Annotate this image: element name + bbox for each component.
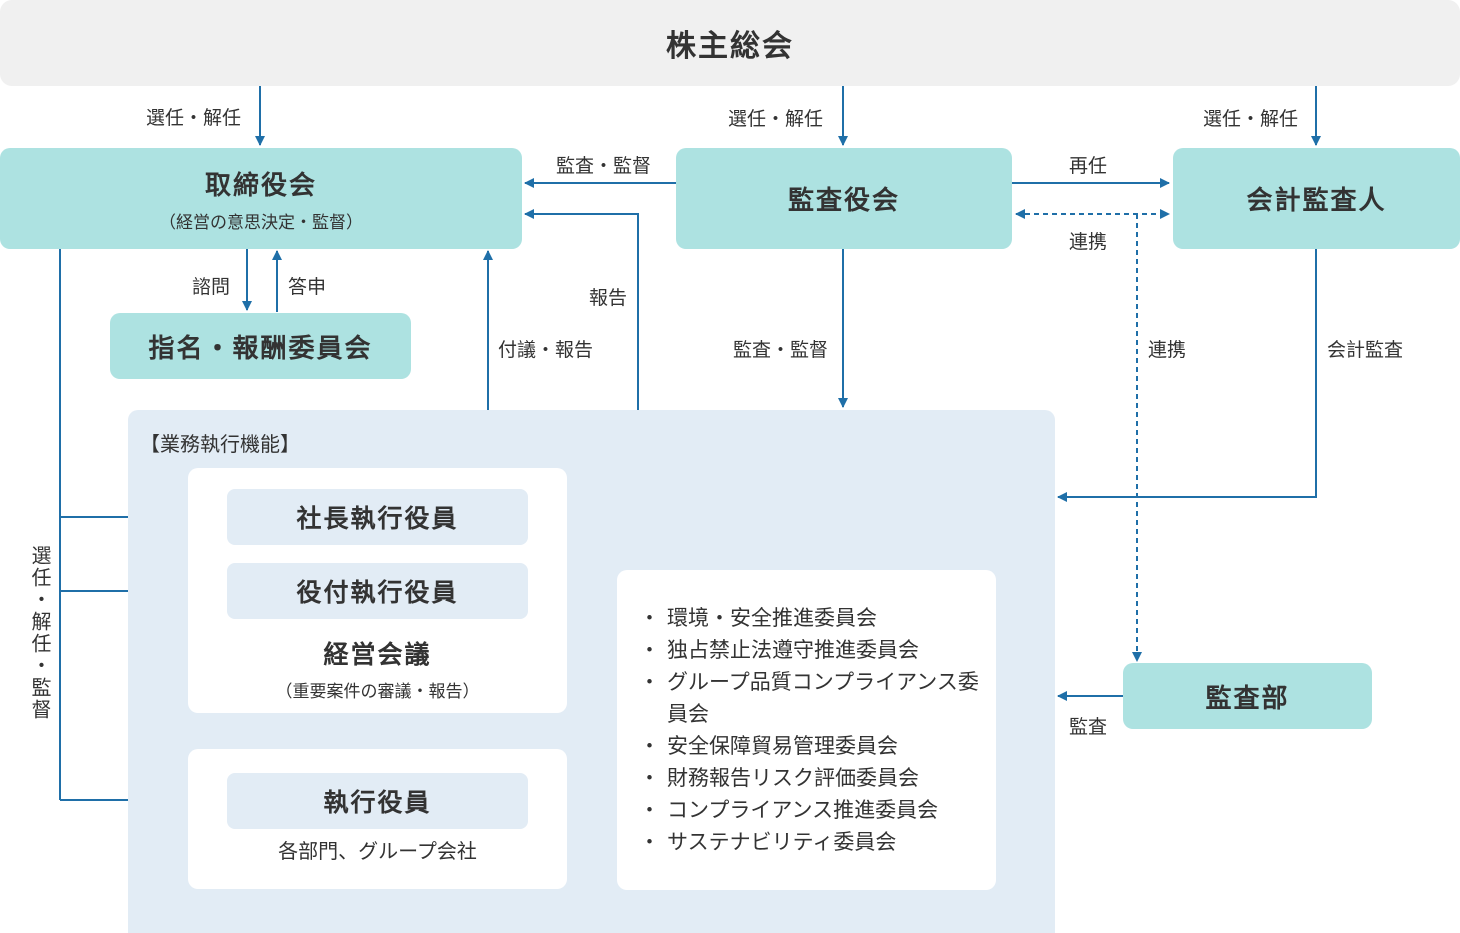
committee-item: コンプライアンス推進委員会 — [639, 794, 997, 826]
accounting-auditor-title: 会計監査人 — [1246, 186, 1387, 216]
nomination-committee-title: 指名・報酬委員会 — [148, 333, 373, 364]
label-committee-report: 報告 — [589, 287, 628, 309]
nomination-committee-box: 指名・報酬委員会 — [110, 313, 411, 379]
business-execution-label: 【業務執行機能】 — [140, 432, 300, 456]
board-of-directors-box: 取締役会 （経営の意思決定・監督） — [0, 148, 522, 249]
board-title: 取締役会 — [204, 170, 317, 201]
accounting-auditor-box: 会計監査人 — [1173, 148, 1460, 249]
committee-item: サステナビリティ委員会 — [639, 826, 997, 858]
board-subtitle: （経営の意思決定・監督） — [159, 212, 363, 233]
officers-box: 執行役員 — [227, 773, 528, 829]
committee-item: グループ品質コンプライアンス委員会 — [639, 666, 997, 730]
label-elect-officers: 選任・解任・監督 — [28, 545, 52, 721]
committee-item: 財務報告リスク評価委員会 — [639, 762, 997, 794]
label-audit-dept: 監査 — [1069, 716, 1108, 738]
label-accounting-audit: 会計監査 — [1327, 339, 1404, 361]
label-propose-report: 付議・報告 — [498, 339, 594, 361]
shareholders-meeting-box: 株主総会 — [0, 0, 1460, 86]
committees-card: 環境・安全推進委員会 独占禁止法遵守推進委員会 グループ品質コンプライアンス委員… — [617, 570, 996, 890]
senior-officers-title: 役付執行役員 — [296, 578, 459, 607]
auditors-board-box: 監査役会 — [676, 148, 1012, 249]
management-meeting-subtitle: （重要案件の審議・報告） — [275, 682, 480, 702]
senior-officers-box: 役付執行役員 — [227, 563, 528, 619]
officers-subtitle: 各部門、グループ会社 — [278, 839, 477, 863]
label-cooperation-top: 連携 — [1069, 231, 1108, 253]
committee-item: 安全保障貿易管理委員会 — [639, 730, 997, 762]
management-meeting-title: 経営会議 — [323, 640, 432, 669]
label-consult: 諮問 — [192, 276, 231, 298]
label-report-back: 答申 — [288, 276, 327, 298]
arrow-accounting-audit — [1057, 249, 1317, 502]
officers-title: 執行役員 — [323, 788, 432, 817]
audit-department-box: 監査部 — [1123, 663, 1372, 729]
label-cooperation-side: 連携 — [1148, 339, 1187, 361]
committee-list: 環境・安全推進委員会 独占禁止法遵守推進委員会 グループ品質コンプライアンス委員… — [639, 602, 997, 858]
label-reappoint: 再任 — [1069, 155, 1108, 177]
auditors-board-title: 監査役会 — [787, 186, 900, 216]
president-box: 社長執行役員 — [227, 489, 528, 545]
label-audit-business: 監査・監督 — [733, 339, 829, 361]
label-elect-accounting: 選任・解任 — [1203, 108, 1299, 130]
audit-department-title: 監査部 — [1205, 683, 1290, 714]
shareholders-meeting-title: 株主総会 — [666, 29, 794, 64]
label-elect-board: 選任・解任 — [146, 107, 242, 129]
committee-item: 独占禁止法遵守推進委員会 — [639, 634, 997, 666]
president-title: 社長執行役員 — [296, 504, 459, 533]
label-audit-board: 監査・監督 — [556, 155, 652, 177]
label-elect-auditors: 選任・解任 — [728, 108, 824, 130]
committee-item: 環境・安全推進委員会 — [639, 602, 997, 634]
